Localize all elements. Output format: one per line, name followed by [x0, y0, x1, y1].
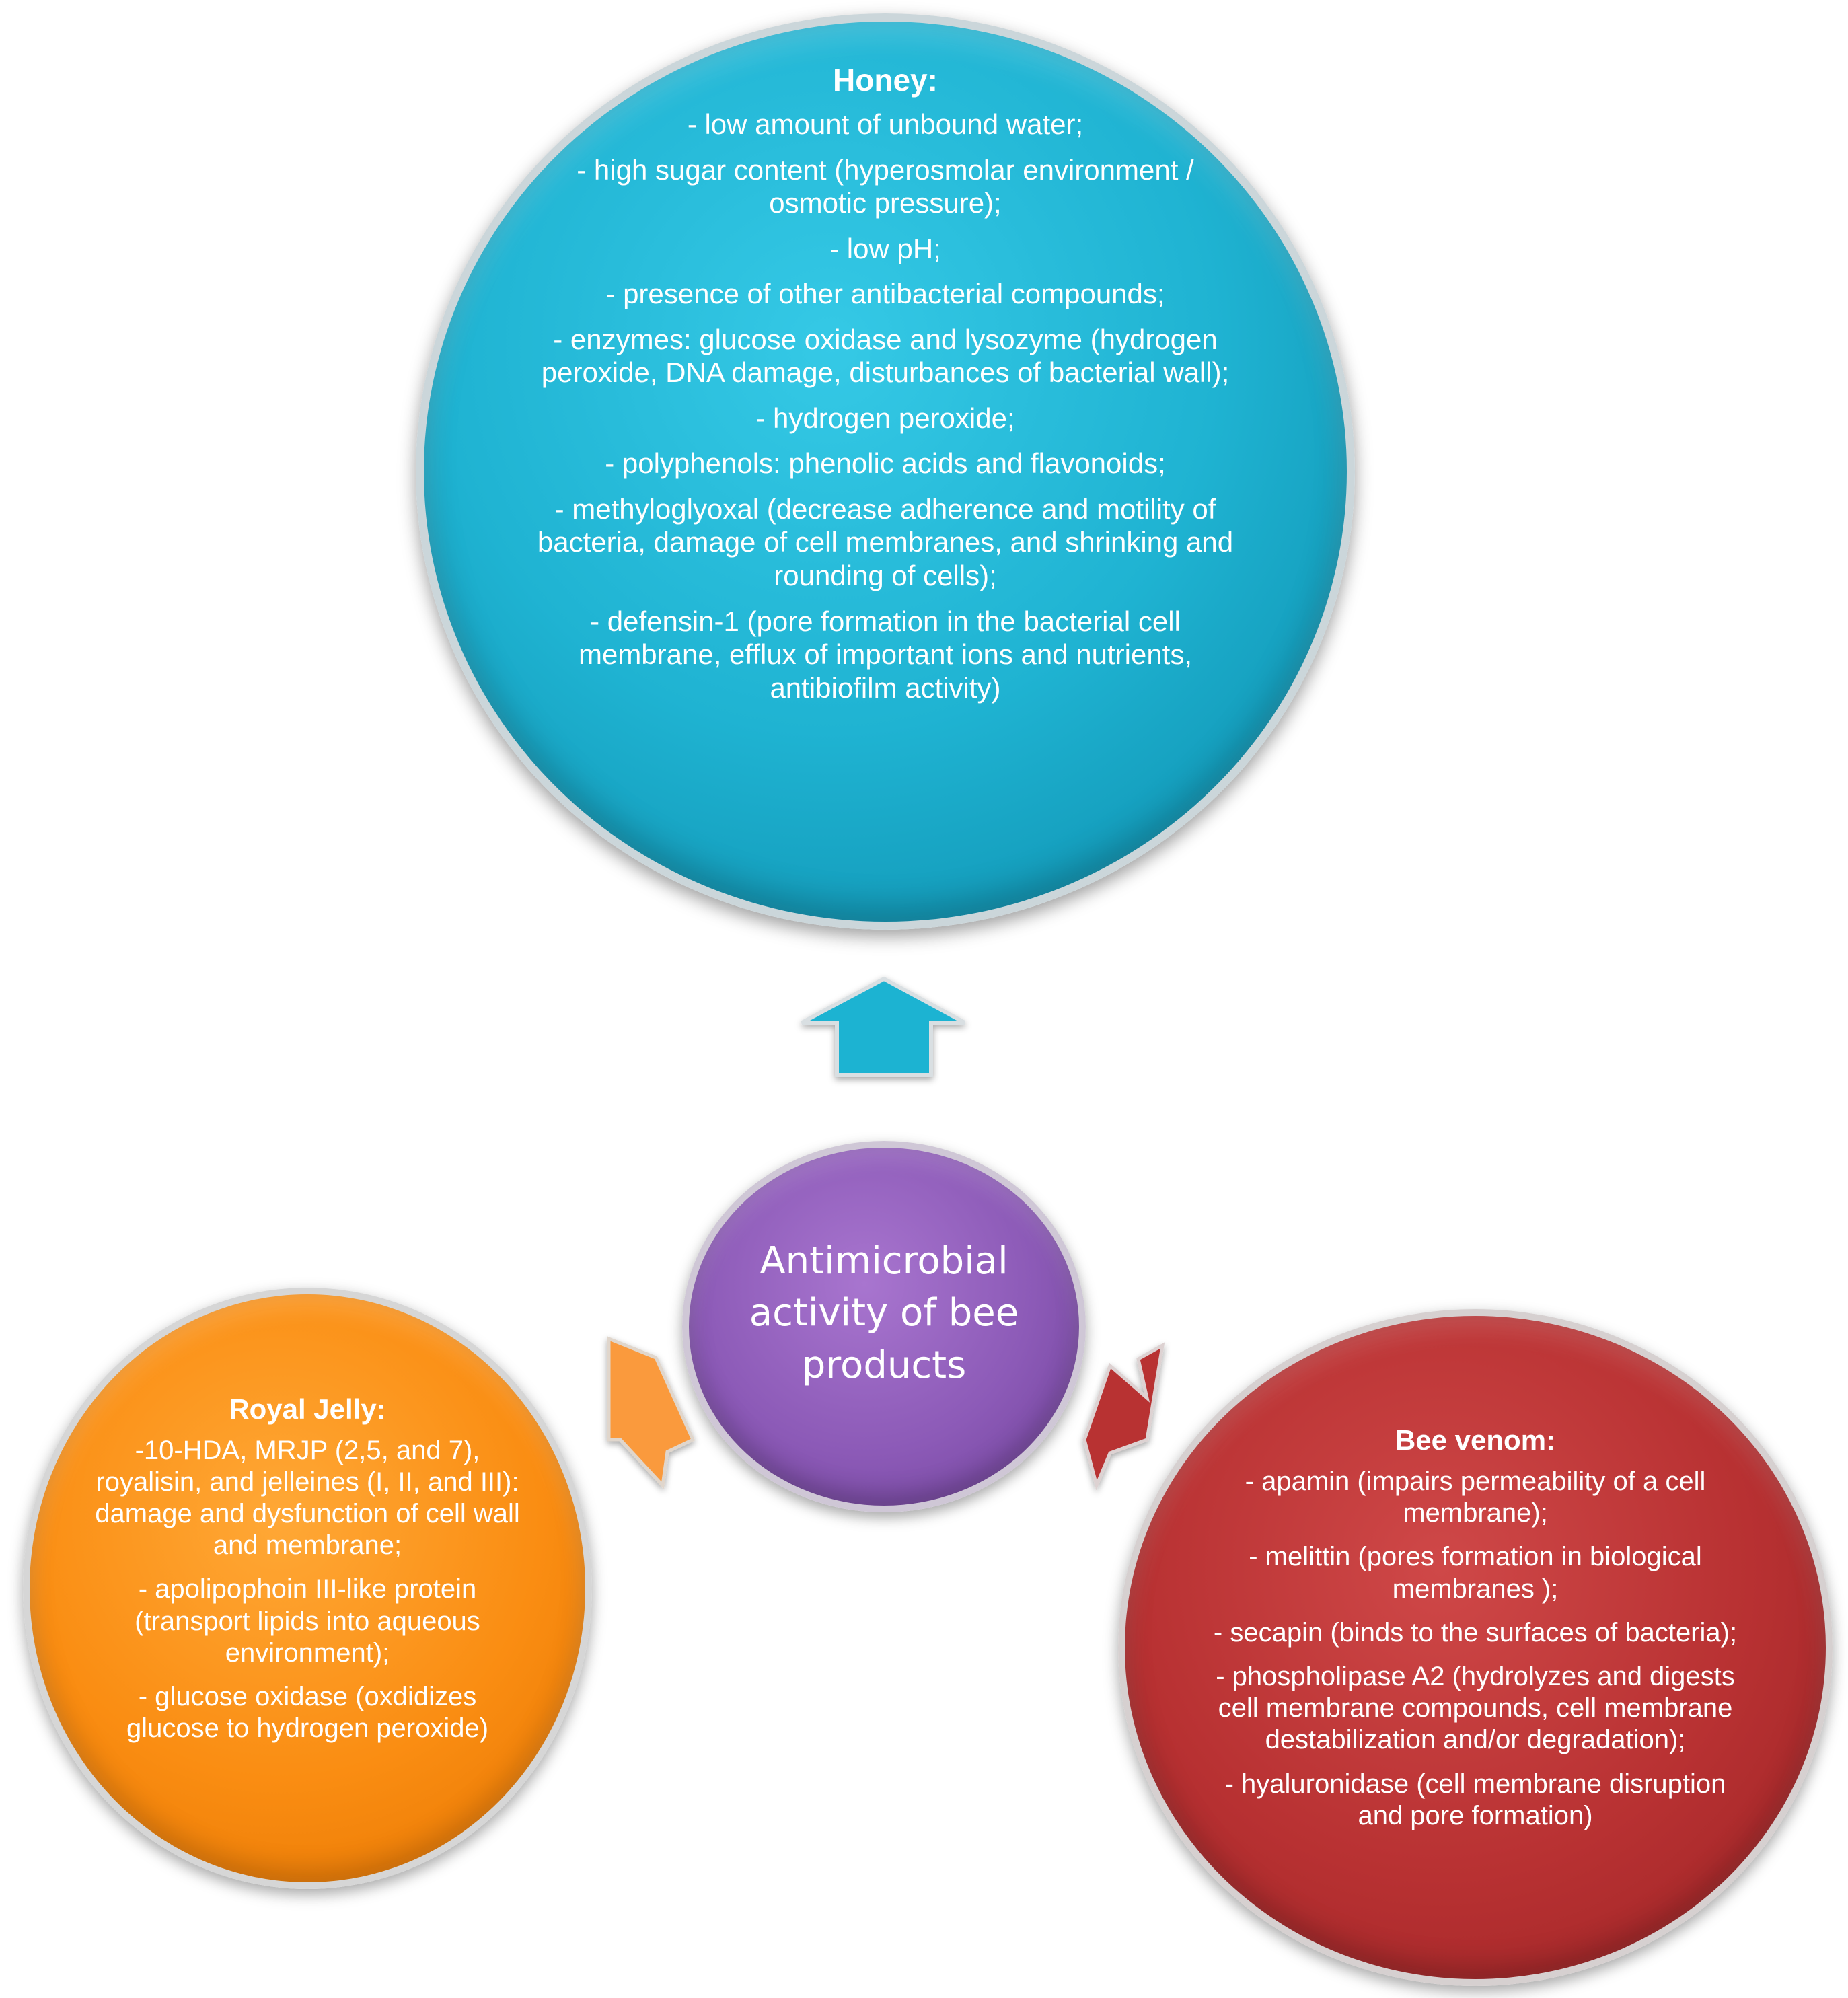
royal-jelly-item: - glucose oxidase (oxdidizes glucose to …	[126, 1681, 489, 1744]
honey-item: - methyloglyoxal (decrease adherence and…	[537, 492, 1234, 592]
arrow-to-bee-venom	[1082, 1342, 1165, 1491]
royal-jelly-item: - apolipophoin III-like protein (transpo…	[135, 1574, 480, 1668]
bee-venom-item: - phospholipase A2 (hydrolyzes and diges…	[1216, 1662, 1735, 1755]
bee-venom-item: - secapin (binds to the surfaces of bact…	[1213, 1617, 1738, 1648]
honey-item: - presence of other antibacterial compou…	[605, 278, 1165, 310]
bee-venom-circle: Bee venom: - apamin (impairs permeabilit…	[1118, 1309, 1833, 1986]
center-circle: Antimicrobial activity of bee products	[682, 1141, 1086, 1512]
honey-title: Honey:	[833, 63, 938, 98]
bee-venom-item: - apamin (impairs permeability of a cell…	[1245, 1467, 1706, 1528]
arrow-to-royal-jelly	[607, 1336, 696, 1489]
honey-item: - defensin-1 (pore formation in the bact…	[578, 605, 1193, 704]
royal-jelly-title: Royal Jelly:	[229, 1393, 386, 1425]
bee-venom-item: - hyaluronidase (cell membrane disruptio…	[1224, 1769, 1726, 1830]
honey-item: - low pH;	[829, 232, 941, 264]
honey-item: - hydrogen peroxide;	[755, 402, 1015, 434]
honey-item: - high sugar content (hyperosmolar envir…	[577, 153, 1194, 219]
honey-item: - enzymes: glucose oxidase and lysozyme …	[541, 323, 1230, 389]
honey-item: - polyphenols: phenolic acids and flavon…	[605, 447, 1166, 480]
honey-circle: Honey: - low amount of unbound water; - …	[416, 13, 1355, 930]
bee-venom-item: - melittin (pores formation in biologica…	[1249, 1542, 1702, 1604]
center-label: Antimicrobial activity of bee products	[749, 1239, 1019, 1387]
royal-jelly-item: -10-HDA, MRJP (2,5, and 7), royalisin, a…	[95, 1435, 520, 1561]
arrow-to-honey	[801, 976, 966, 1077]
honey-item: - low amount of unbound water;	[687, 108, 1084, 140]
royal-jelly-circle: Royal Jelly: -10-HDA, MRJP (2,5, and 7),…	[23, 1288, 592, 1889]
bee-venom-title: Bee venom:	[1395, 1424, 1556, 1456]
